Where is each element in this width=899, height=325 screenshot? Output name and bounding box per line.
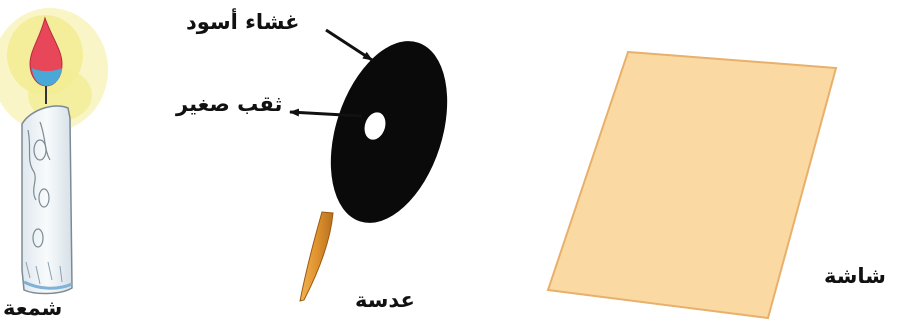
black-film-label: غشاء أسود: [186, 12, 299, 33]
lens-handle: [300, 212, 333, 301]
screen: [548, 52, 836, 318]
black-film-arrow: [326, 30, 372, 60]
lens-label: عدسة: [355, 290, 415, 311]
lens: [300, 26, 468, 301]
black-film: [310, 26, 469, 238]
candle: [0, 8, 108, 294]
small-hole-label: ثقب صغير: [176, 94, 282, 115]
screen-label: شاشة: [824, 266, 886, 287]
candle-label: شمعة: [3, 298, 62, 319]
candle-body: [22, 106, 72, 294]
